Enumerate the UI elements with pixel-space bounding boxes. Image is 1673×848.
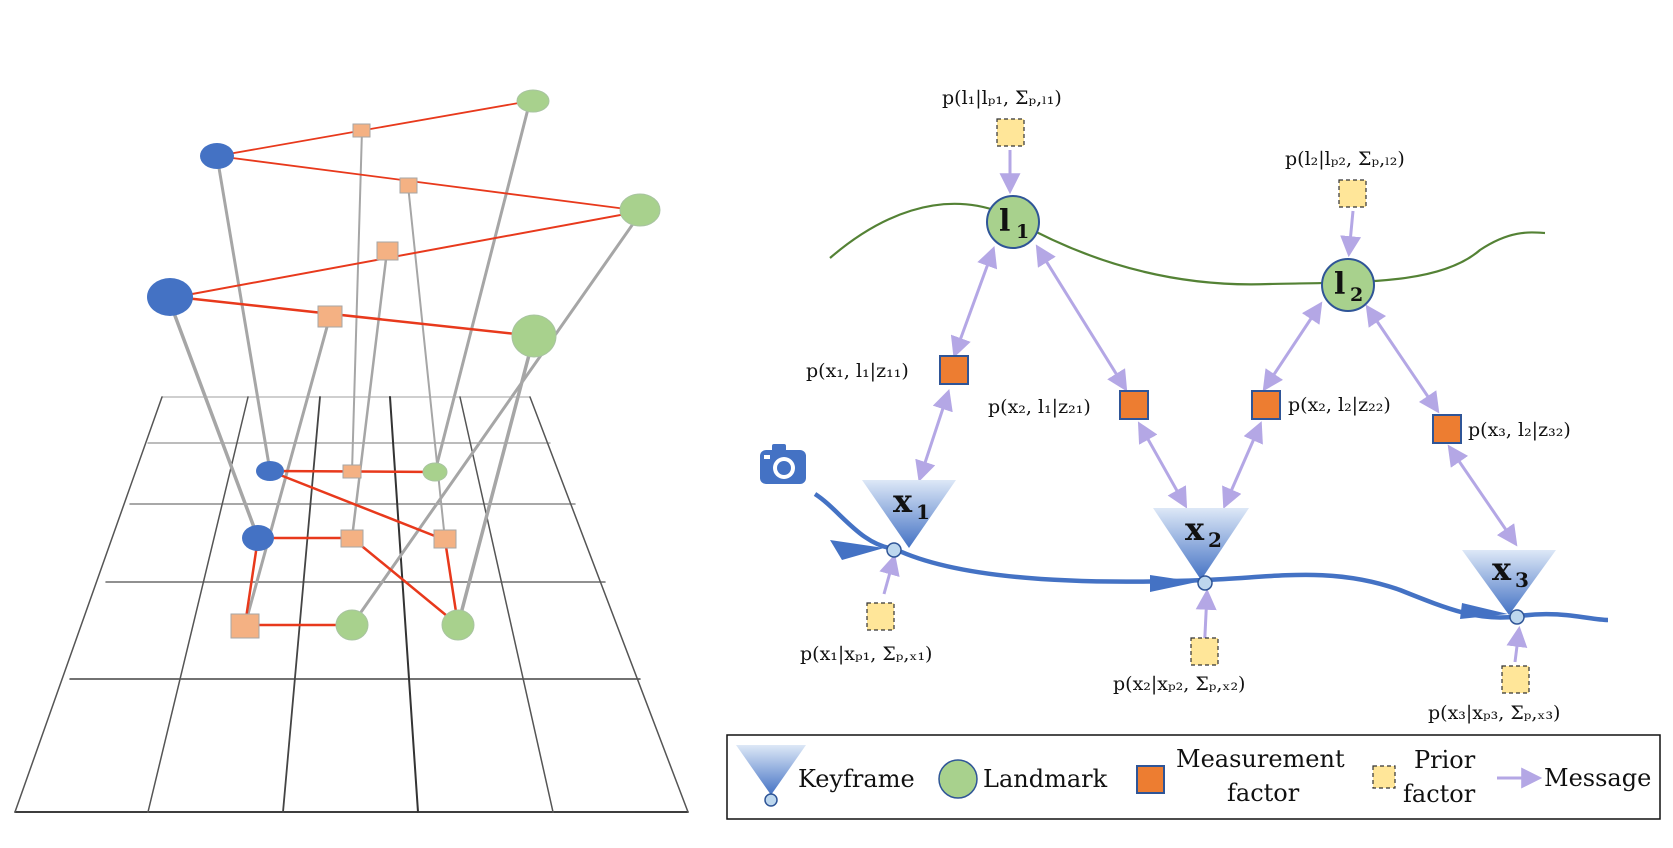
- message-arrows: [915, 244, 1518, 547]
- legend-prior: Prior factor: [1372, 746, 1476, 808]
- landmark-node: [511, 314, 557, 358]
- legend-measurement-label-2: factor: [1227, 779, 1300, 807]
- left-3d-illustration: [14, 89, 689, 813]
- camera-icon: [760, 444, 806, 484]
- legend-message: Message: [1497, 764, 1651, 792]
- prior-label-l1: p(l₁|lₚ₁, Σₚ,ₗ₁): [942, 87, 1062, 109]
- landmark-l2: l 2: [1321, 258, 1375, 312]
- landmark-node: [619, 193, 661, 227]
- landmark-base: l: [1334, 267, 1345, 302]
- measurement-label: p(x₁, l₁|z₁₁): [806, 360, 909, 382]
- factor-node: [340, 529, 364, 548]
- pose-node: [256, 461, 284, 481]
- legend: Keyframe Landmark Measurement factor Pri…: [726, 734, 1661, 820]
- legend-measurement-label-1: Measurement: [1176, 745, 1345, 773]
- measurement-factors: [939, 355, 1462, 444]
- prior-factor: [996, 118, 1025, 147]
- upper-nodes: [147, 89, 661, 358]
- prior-label-x3: p(x₃|xₚ₃, Σₚ,ₓ₃): [1428, 702, 1560, 724]
- factor-node: [433, 529, 457, 549]
- measurement-factor: [1432, 414, 1462, 444]
- landmark-node: [422, 462, 448, 482]
- pose-node: [147, 278, 193, 316]
- keyframe-sub: 1: [916, 500, 930, 524]
- factor-edges-ground: [243, 469, 460, 627]
- legend-landmark: Landmark: [938, 759, 1108, 799]
- prior-factor: [1501, 665, 1530, 694]
- landmark-node: [516, 89, 550, 113]
- keyframe-sub: 2: [1208, 528, 1222, 552]
- factor-graph: l 1 l 2 x 1 x 2 x 3: [760, 87, 1609, 724]
- factor-node: [317, 305, 343, 328]
- landmark-node: [335, 609, 369, 641]
- pose-node: [200, 143, 234, 169]
- legend-measurement: Measurement factor: [1136, 745, 1345, 807]
- factor-node: [230, 613, 260, 639]
- measurement-label: p(x₃, l₂|z₃₂): [1468, 419, 1571, 441]
- landmark-base: l: [999, 204, 1010, 239]
- measurement-label: p(x₂, l₂|z₂₂): [1288, 394, 1391, 416]
- measurement-label: p(x₂, l₁|z₂₁): [988, 396, 1091, 418]
- landmark-l1: l 1: [986, 195, 1040, 249]
- pose-node: [242, 525, 274, 551]
- legend-landmark-label: Landmark: [983, 765, 1108, 793]
- ground-grid: [14, 396, 689, 813]
- legend-message-label: Message: [1544, 764, 1651, 792]
- measurement-factor: [1119, 390, 1149, 420]
- keyframe-base: x: [1492, 550, 1512, 588]
- keyframe-x2: x 2: [1153, 508, 1249, 591]
- trajectory-arrow: [1150, 575, 1197, 592]
- keyframe-x1: x 1: [862, 480, 956, 558]
- prior-factor: [1338, 179, 1367, 208]
- factor-node: [376, 241, 399, 261]
- prior-factor: [1190, 637, 1219, 666]
- legend-keyframe: Keyframe: [736, 745, 915, 807]
- legend-prior-label-1: Prior: [1414, 746, 1476, 774]
- trajectory-arrow: [830, 540, 884, 560]
- prior-factors: [866, 118, 1530, 694]
- keyframe-base: x: [893, 482, 913, 520]
- prior-factor: [866, 602, 895, 631]
- prior-label-x1: p(x₁|xₚ₁, Σₚ,ₓ₁): [800, 643, 932, 665]
- ground-nodes: [230, 461, 475, 641]
- measurement-factor: [939, 355, 969, 385]
- factor-node: [342, 464, 362, 479]
- measurement-factor: [1251, 390, 1281, 420]
- factor-edges-top: [174, 100, 643, 338]
- legend-keyframe-label: Keyframe: [798, 765, 915, 793]
- landmark-sub: 1: [1016, 221, 1029, 243]
- prior-label-x2: p(x₂|xₚ₂, Σₚ,ₓ₂): [1113, 673, 1245, 695]
- factor-node: [352, 123, 371, 138]
- landmark-curve: [829, 202, 1546, 286]
- factor-node: [399, 177, 418, 194]
- keyframe-sub: 3: [1515, 568, 1529, 592]
- trajectory-arrow: [1460, 603, 1508, 619]
- keyframe-base: x: [1185, 510, 1205, 548]
- landmark-sub: 2: [1350, 284, 1363, 306]
- legend-prior-label-2: factor: [1403, 780, 1476, 808]
- landmark-node: [441, 609, 475, 641]
- keyframe-x3: x 3: [1462, 550, 1556, 625]
- prior-label-l2: p(l₂|lₚ₂, Σₚ,ₗ₂): [1285, 148, 1405, 170]
